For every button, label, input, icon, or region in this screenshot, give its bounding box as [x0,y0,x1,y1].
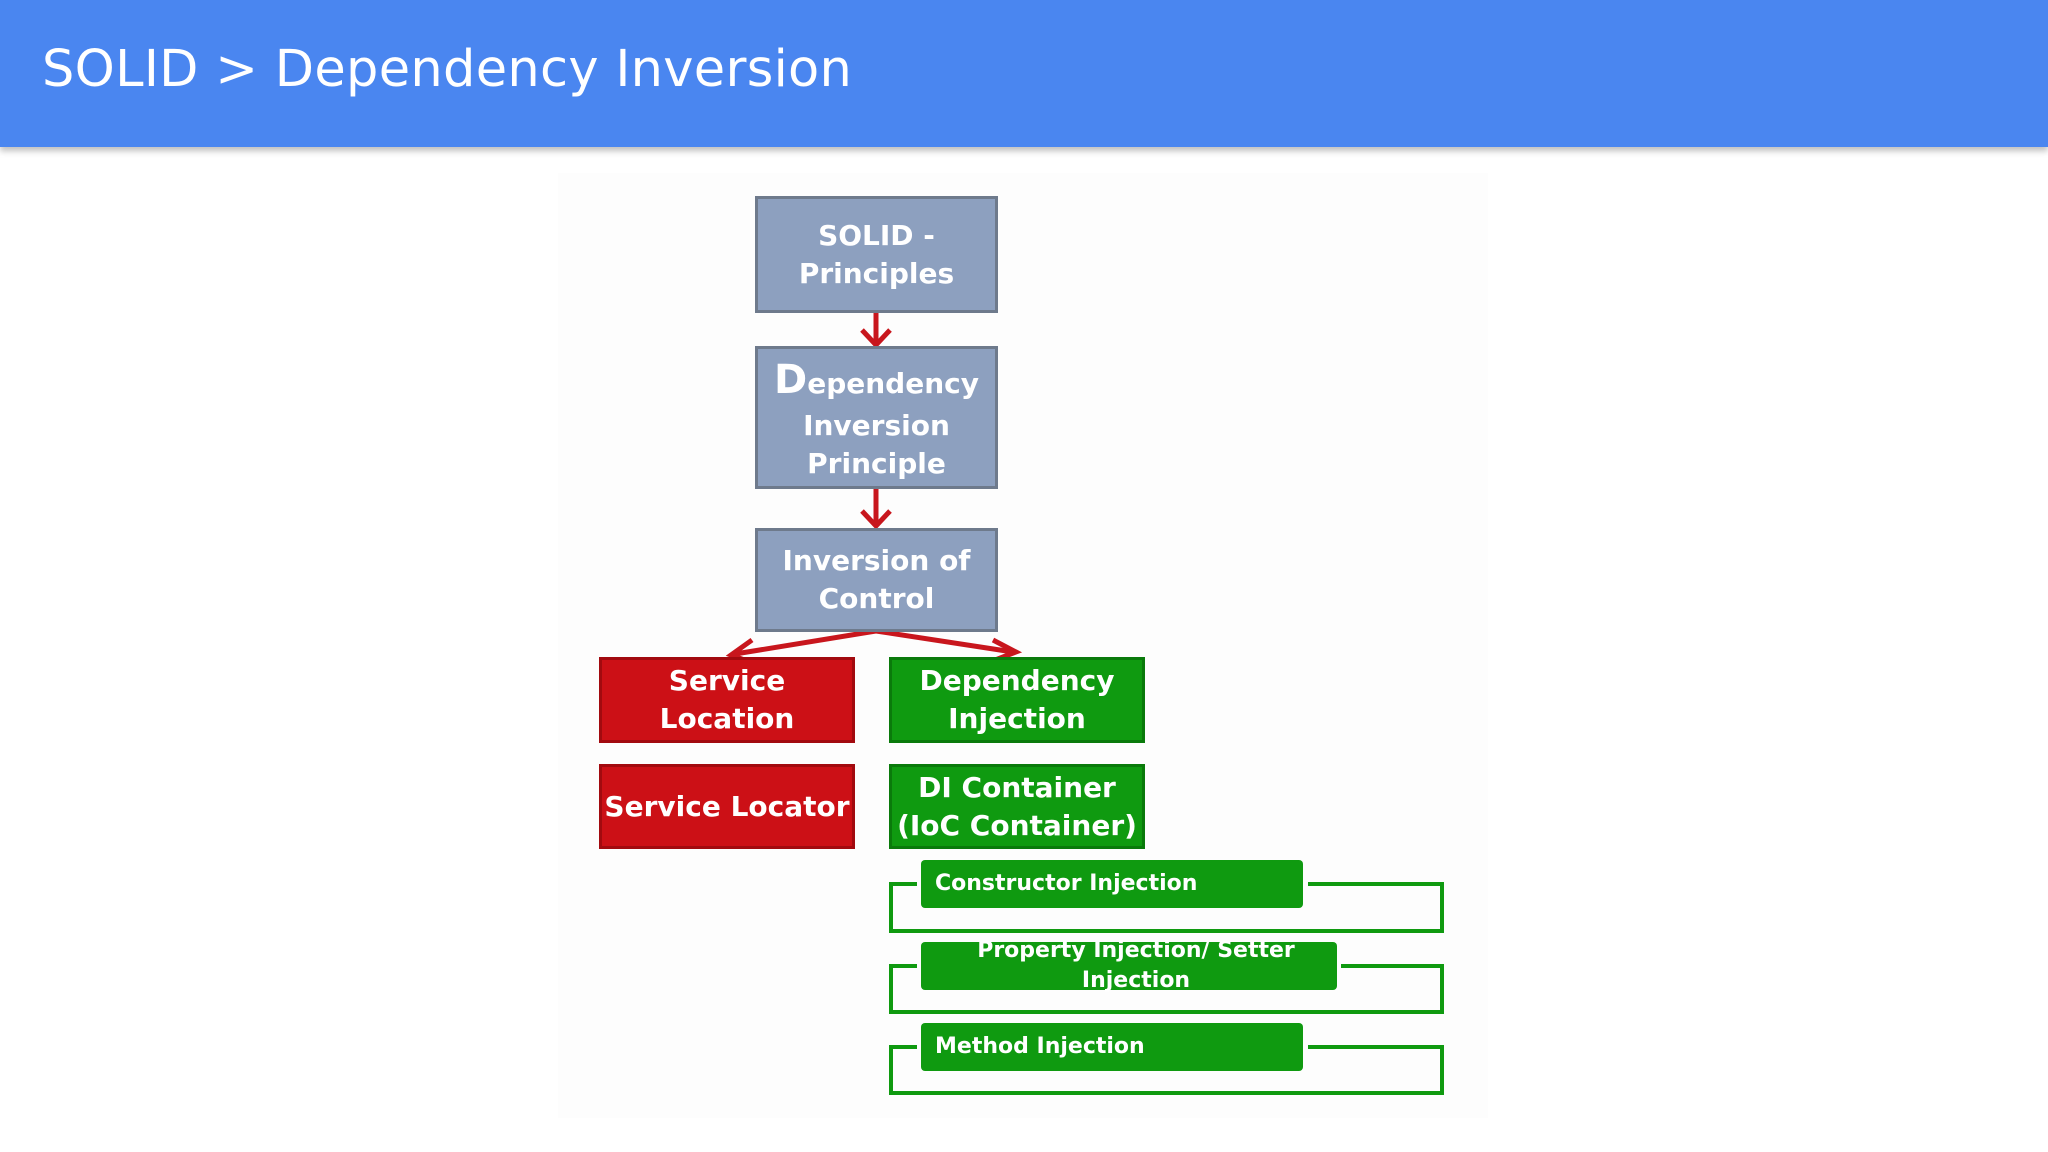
service-locator-box: Service Locator [599,764,855,849]
dip-first-letter: D [774,356,808,403]
property-injection-label: Property Injection/ Setter Injection [977,938,1295,993]
di-container-box: DI Container (IoC Container) [889,764,1145,849]
inversion-of-control-box: Inversion of Control [755,528,998,632]
constructor-injection-label: Constructor Injection [935,871,1198,897]
property-injection-box: Property Injection/ Setter Injection [921,938,1337,993]
service-location-label: Service Location [659,664,795,735]
method-injection-label: Method Injection [935,1034,1145,1060]
slide-header: SOLID > Dependency Inversion [0,0,2048,147]
service-location-box: Service Location [599,657,855,743]
solid-principles-box: SOLID - Principles [755,196,998,313]
dependency-inversion-principle-box: Dependency Inversion Principle [755,346,998,489]
dependency-inversion-principle-label: Dependency Inversion Principle [774,353,979,483]
dependency-injection-box: Dependency Injection [889,657,1145,743]
di-container-label: DI Container (IoC Container) [897,770,1137,842]
slide-title: SOLID > Dependency Inversion [42,40,853,99]
dependency-injection-label: Dependency Injection [919,664,1115,735]
method-injection-box: Method Injection [921,1023,1303,1071]
dip-rest: ependency Inversion Principle [803,366,979,480]
inversion-of-control-label: Inversion of Control [782,544,971,615]
solid-principles-label: SOLID - Principles [798,218,955,290]
service-locator-label: Service Locator [604,789,850,823]
constructor-injection-box: Constructor Injection [921,860,1303,908]
